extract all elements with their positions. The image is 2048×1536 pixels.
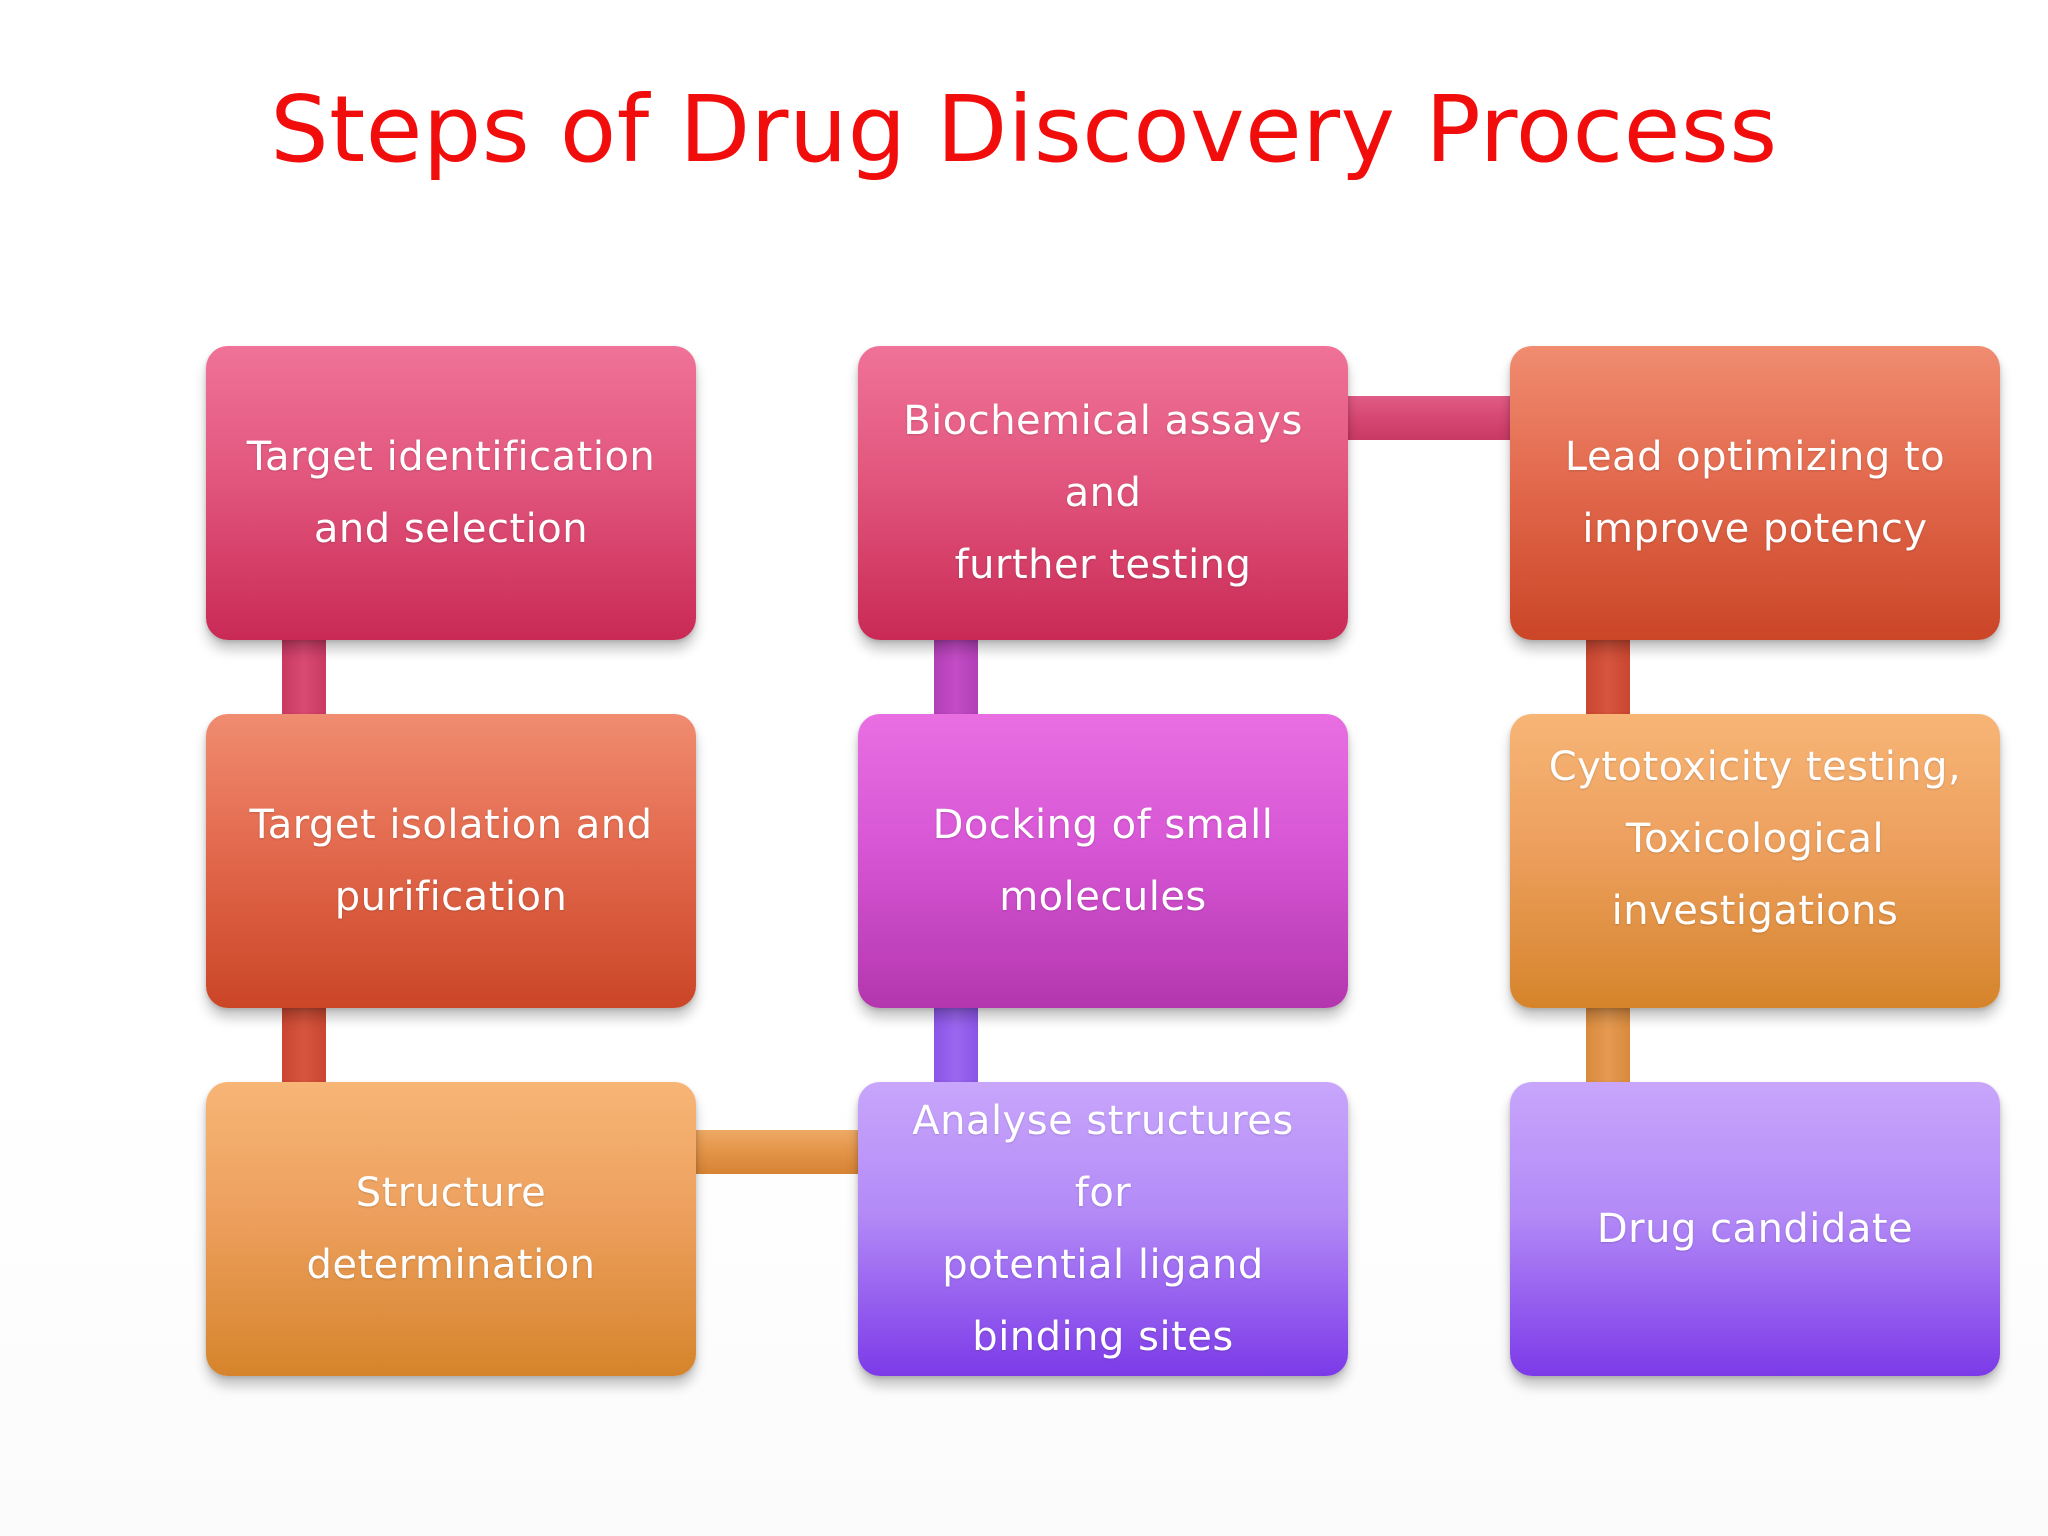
step-box-drug-candidate: Drug candidate: [1510, 1082, 2000, 1376]
step-text-line: and selection: [313, 506, 589, 552]
step-text-line: Lead optimizing to: [1564, 434, 1946, 480]
step-box-structure-determination: Structure determination: [206, 1082, 696, 1376]
slide-title: Steps of Drug Discovery Process: [270, 76, 1778, 183]
step-box-analyse-structures: Analyse structures for potential ligand …: [858, 1082, 1348, 1376]
step-box-docking: Docking of small molecules: [858, 714, 1348, 1008]
step-text-line: determination: [306, 1242, 596, 1288]
step-text-line: Drug candidate: [1596, 1206, 1914, 1252]
step-text-line: potential ligand: [942, 1242, 1264, 1288]
connector-step3-step4: [690, 1130, 870, 1174]
step-text-line: Target identification: [246, 434, 656, 480]
step-box-target-identification: Target identification and selection: [206, 346, 696, 640]
step-text-line: improve potency: [1582, 506, 1928, 552]
connector-step4-step5: [934, 1000, 978, 1090]
step-text-line: purification: [334, 874, 568, 920]
connector-step8-step9: [1586, 1000, 1630, 1090]
step-text-line: Toxicological: [1625, 816, 1885, 862]
connector-step7-step8: [1586, 630, 1630, 720]
step-box-cytotoxicity: Cytotoxicity testing, Toxicological inve…: [1510, 714, 2000, 1008]
step-box-target-isolation: Target isolation and purification: [206, 714, 696, 1008]
step-text-line: molecules: [999, 874, 1207, 920]
connector-step1-step2: [282, 630, 326, 720]
connector-step2-step3: [282, 1000, 326, 1090]
connector-step6-step7: [1340, 396, 1520, 440]
step-text-line: further testing: [954, 542, 1252, 588]
step-text-line: binding sites: [972, 1314, 1234, 1360]
connector-step5-step6: [934, 630, 978, 720]
step-text-line: Structure: [355, 1170, 547, 1216]
step-box-lead-optimizing: Lead optimizing to improve potency: [1510, 346, 2000, 640]
step-box-biochemical-assays: Biochemical assays and further testing: [858, 346, 1348, 640]
step-text-line: Docking of small: [932, 802, 1274, 848]
step-text-line: Target isolation and: [249, 802, 653, 848]
step-text-line: investigations: [1611, 888, 1899, 934]
step-text-line: Cytotoxicity testing,: [1548, 744, 1962, 790]
step-text-line: Analyse structures for: [912, 1098, 1294, 1216]
step-text-line: Biochemical assays and: [903, 398, 1303, 516]
